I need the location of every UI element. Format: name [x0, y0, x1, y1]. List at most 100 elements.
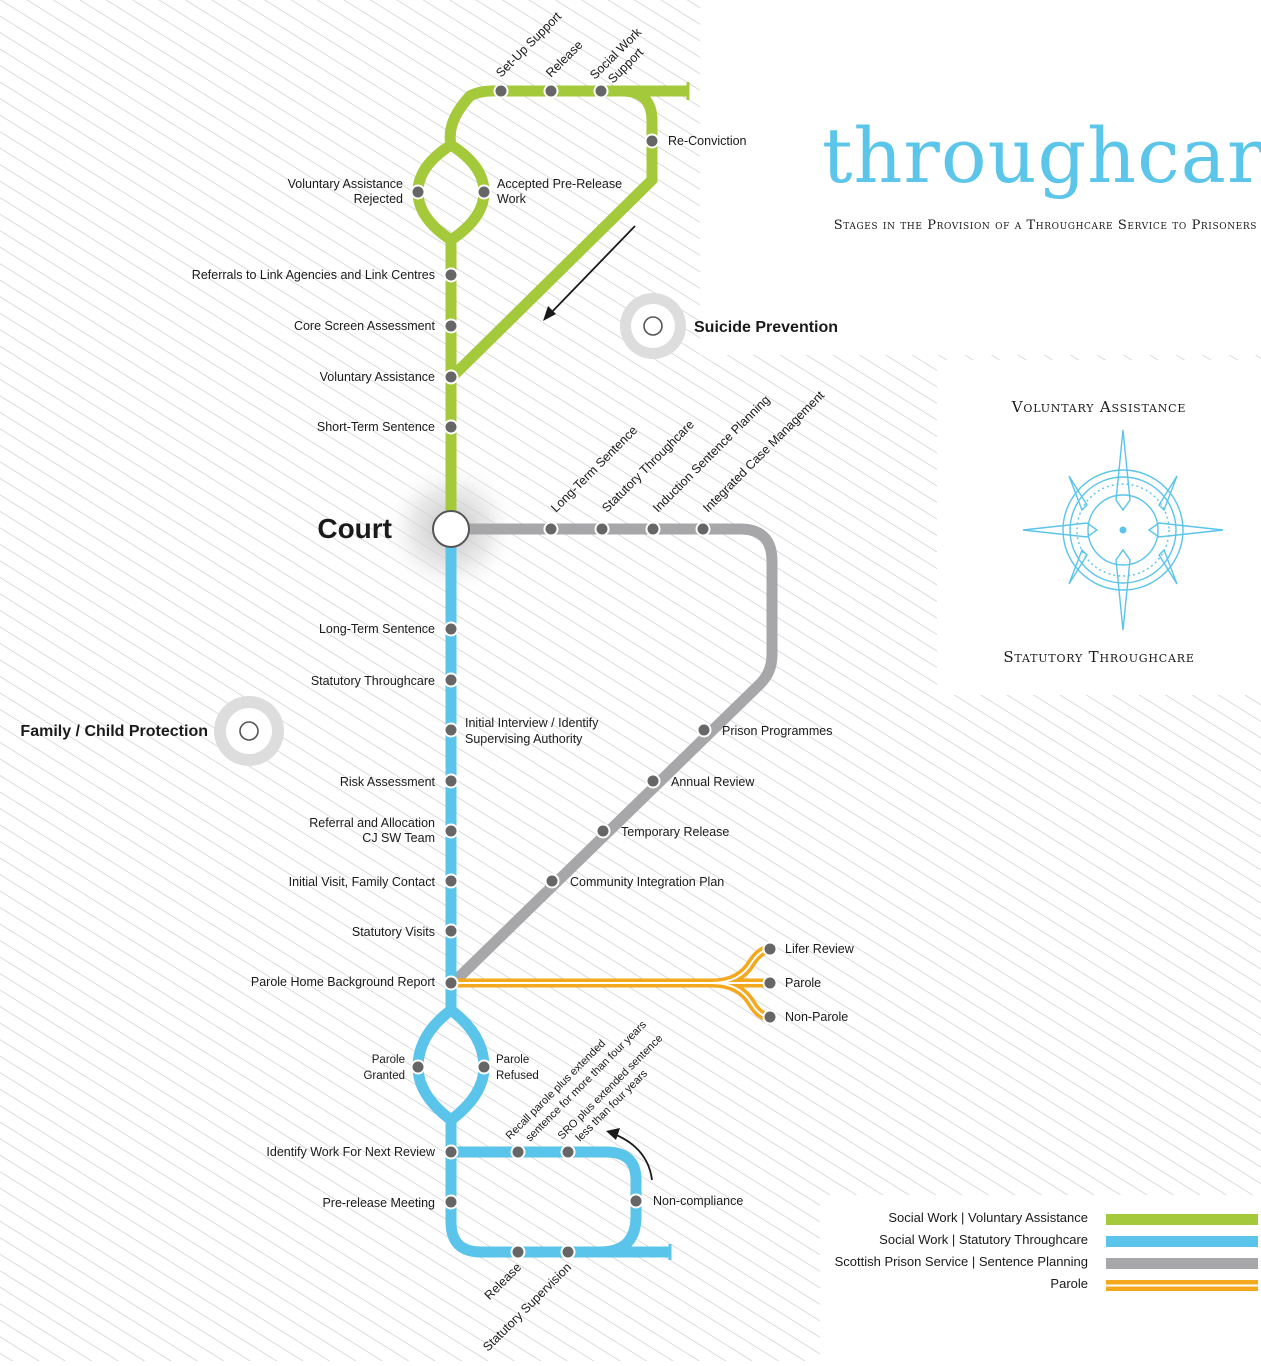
station-va-rejected	[410, 184, 426, 200]
station-accepted-pre-release	[476, 184, 492, 200]
label-core-screen: Core Screen Assessment	[294, 319, 436, 333]
station-sro	[560, 1144, 576, 1160]
legend-swatch-statutory	[1106, 1236, 1258, 1247]
label-referrals: Referrals to Link Agencies and Link Cent…	[192, 268, 435, 282]
legend: Social Work | Voluntary Assistance Socia…	[760, 1208, 1260, 1296]
label-pre-release: Pre-release Meeting	[322, 1196, 435, 1210]
legend-row: Social Work | Statutory Throughcare	[760, 1230, 1260, 1252]
label-initial-interview-2: Supervising Authority	[465, 732, 583, 746]
label-va-rejected-2: Rejected	[354, 192, 403, 206]
station-core-screen	[443, 318, 459, 334]
label-re-conviction: Re-Conviction	[668, 134, 747, 148]
label-short-term: Short-Term Sentence	[317, 420, 435, 434]
legend-label: Social Work | Voluntary Assistance	[888, 1210, 1088, 1225]
label-court: Court	[317, 513, 392, 544]
station-short-term	[443, 419, 459, 435]
station-re-conviction	[644, 133, 660, 149]
station-risk-assessment	[443, 773, 459, 789]
station-parole-refused	[476, 1059, 492, 1075]
legend-row: Scottish Prison Service | Sentence Plann…	[760, 1252, 1260, 1274]
label-parole-refused-2: Refused	[496, 1070, 539, 1082]
label-statutory-visits: Statutory Visits	[352, 925, 435, 939]
station-statutory-supervision	[560, 1244, 576, 1260]
compass-panel: Voluntary Assistance Statutory Throughca…	[937, 360, 1261, 695]
station-release-voluntary	[543, 83, 559, 99]
label-parole-home: Parole Home Background Report	[251, 975, 436, 989]
station-initial-visit	[443, 873, 459, 889]
label-referral-2: CJ SW Team	[362, 831, 435, 845]
label-stat-throughcare: Statutory Throughcare	[311, 674, 435, 688]
court-hub	[432, 510, 470, 548]
label-accepted-2: Work	[497, 192, 527, 206]
page-subtitle: Stages in the Provision of a Throughcare…	[833, 218, 1257, 233]
legend-row: Parole	[760, 1274, 1260, 1296]
station-set-up-support	[493, 83, 509, 99]
station-integrated	[695, 521, 711, 537]
station-non-parole	[762, 1009, 778, 1025]
legend-label: Social Work | Statutory Throughcare	[879, 1232, 1088, 1247]
station-community-integration	[544, 873, 560, 889]
page-title: throughcare	[822, 111, 1261, 200]
station-annual-review	[645, 773, 661, 789]
label-suicide-prevention: Suicide Prevention	[694, 319, 838, 336]
label-parole: Parole	[785, 976, 821, 990]
stations	[410, 83, 778, 1260]
label-temporary-release: Temporary Release	[621, 825, 729, 839]
label-referral-1: Referral and Allocation	[309, 816, 435, 830]
label-non-parole: Non-Parole	[785, 1010, 848, 1024]
label-voluntary-assistance: Voluntary Assistance	[320, 370, 435, 384]
title-clear-area	[700, 0, 1261, 355]
suicide-prevention-marker	[620, 293, 686, 359]
station-voluntary-assistance	[443, 369, 459, 385]
compass-label-top: Voluntary Assistance	[1011, 398, 1187, 416]
station-temporary-release	[595, 823, 611, 839]
label-annual-review: Annual Review	[671, 775, 755, 789]
arrow-up-left-icon	[606, 1128, 620, 1140]
legend-swatch-parole	[1106, 1280, 1258, 1291]
label-lifer-review: Lifer Review	[785, 942, 855, 956]
station-parole	[762, 975, 778, 991]
station-recall	[510, 1144, 526, 1160]
station-referral-allocation	[443, 823, 459, 839]
label-identify-work: Identify Work For Next Review	[266, 1145, 436, 1159]
label-va-rejected-1: Voluntary Assistance	[288, 177, 403, 191]
legend-swatch-prison	[1106, 1258, 1258, 1269]
label-risk-assessment: Risk Assessment	[340, 775, 436, 789]
station-statutory-visits	[443, 923, 459, 939]
compass-rose-icon	[1022, 429, 1224, 631]
station-stat-long-term	[443, 621, 459, 637]
label-stat-long-term: Long-Term Sentence	[319, 622, 435, 636]
label-initial-interview-1: Initial Interview / Identify	[465, 716, 599, 730]
family-protection-marker	[214, 696, 284, 766]
station-social-work-support	[593, 83, 609, 99]
station-parole-home	[443, 975, 459, 991]
label-parole-granted-2: Granted	[363, 1070, 405, 1082]
station-stat-release	[510, 1244, 526, 1260]
station-stat-throughcare	[443, 672, 459, 688]
legend-row: Social Work | Voluntary Assistance	[760, 1208, 1260, 1230]
label-prison-programmes: Prison Programmes	[722, 724, 832, 738]
voluntary-line	[412, 85, 688, 529]
station-pre-release	[443, 1194, 459, 1210]
label-non-compliance: Non-compliance	[653, 1194, 743, 1208]
station-prison-long-term	[543, 521, 559, 537]
label-community-integration: Community Integration Plan	[570, 875, 724, 889]
legend-label: Parole	[1050, 1276, 1088, 1291]
station-prison-programmes	[696, 722, 712, 738]
arrow-down-left-icon	[543, 306, 556, 321]
station-referrals	[443, 267, 459, 283]
non-compliance-arrow	[613, 1133, 653, 1181]
label-initial-visit: Initial Visit, Family Contact	[289, 875, 436, 889]
station-initial-interview	[443, 722, 459, 738]
station-identify-work	[443, 1144, 459, 1160]
station-lifer-review	[762, 941, 778, 957]
direction-arrow-line	[547, 225, 636, 317]
label-accepted-1: Accepted Pre-Release	[497, 177, 622, 191]
prison-line	[447, 523, 778, 989]
label-family-protection: Family / Child Protection	[20, 723, 208, 740]
station-prison-statutory	[594, 521, 610, 537]
legend-swatch-voluntary	[1106, 1214, 1258, 1225]
station-parole-granted	[410, 1059, 426, 1075]
station-non-compliance	[628, 1193, 644, 1209]
